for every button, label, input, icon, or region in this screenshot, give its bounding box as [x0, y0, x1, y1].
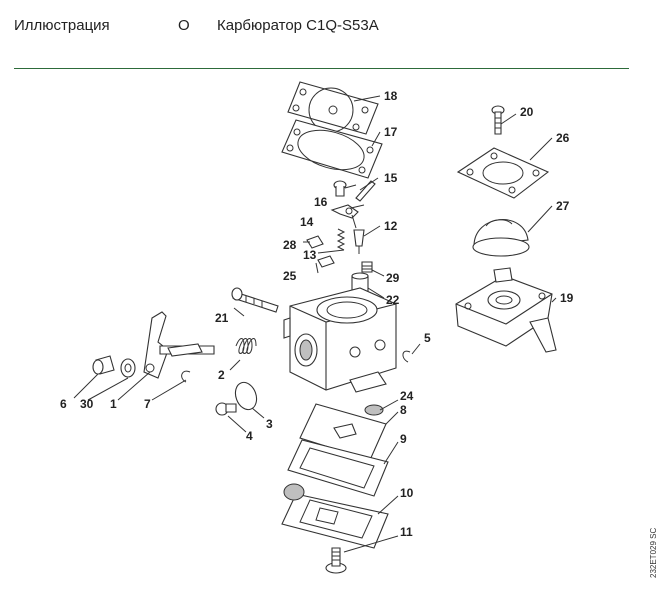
label-21: 21 — [215, 311, 229, 325]
part-throttle-lever-1 — [143, 311, 215, 379]
label-7: 7 — [144, 397, 151, 411]
part-needle-12 — [353, 229, 365, 254]
part-screw-16 — [333, 180, 347, 197]
header-title: Карбюратор C1Q-S53A — [217, 17, 379, 34]
part-screw-21 — [231, 287, 279, 313]
part-spring-13 — [336, 228, 346, 251]
leader-lines — [73, 95, 557, 553]
label-2: 2 — [218, 368, 225, 382]
label-11: 11 — [400, 525, 413, 539]
label-3: 3 — [266, 417, 273, 431]
part-28 — [306, 235, 324, 249]
part-screen-24 — [364, 404, 384, 416]
label-22: 22 — [386, 293, 400, 307]
label-25: 25 — [283, 269, 297, 283]
part-primer-bulb-27 — [472, 219, 530, 257]
part-bolt-11 — [325, 547, 347, 574]
part-gasket-26 — [456, 147, 550, 199]
part-cover-10 — [281, 483, 389, 549]
part-25 — [317, 255, 335, 268]
label-13: 13 — [303, 248, 317, 262]
part-screw-4 — [215, 402, 237, 416]
label-19: 19 — [560, 291, 574, 305]
part-disc-3 — [234, 381, 258, 411]
label-17: 17 — [384, 125, 398, 139]
label-28: 28 — [283, 238, 297, 252]
label-15: 15 — [384, 171, 398, 185]
part-gasket-17 — [281, 119, 383, 179]
drawing-code: 232ET029 SC — [649, 528, 658, 578]
label-26: 26 — [556, 131, 570, 145]
label-5: 5 — [424, 331, 431, 345]
label-29: 29 — [386, 271, 400, 285]
label-10: 10 — [400, 486, 414, 500]
part-cap-22 — [351, 272, 369, 293]
label-20: 20 — [520, 105, 534, 119]
label-6: 6 — [60, 397, 67, 411]
label-30: 30 — [80, 397, 94, 411]
label-9: 9 — [400, 432, 407, 446]
part-screw-20 — [491, 105, 505, 135]
label-1: 1 — [110, 397, 117, 411]
label-14: 14 — [300, 215, 314, 229]
part-clip-5 — [402, 350, 411, 363]
label-4: 4 — [246, 429, 253, 443]
label-27: 27 — [556, 199, 570, 213]
label-8: 8 — [400, 403, 407, 417]
part-jet-29 — [361, 261, 373, 273]
part-primer-housing-19 — [455, 267, 557, 353]
label-24: 24 — [400, 389, 414, 403]
part-pin-15 — [355, 180, 376, 202]
header-illustration-letter: O — [178, 17, 190, 34]
part-carburetor-body — [283, 287, 397, 393]
header-illustration-label: Иллюстрация — [14, 17, 110, 34]
label-16: 16 — [314, 195, 328, 209]
part-spring-2 — [235, 338, 257, 354]
header-divider — [14, 68, 629, 69]
label-18: 18 — [384, 89, 398, 103]
part-washer-30 — [120, 358, 136, 378]
label-12: 12 — [384, 219, 398, 233]
part-gasket-9 — [287, 439, 389, 497]
part-bushing-6 — [92, 355, 115, 375]
part-inlet-lever-14 — [330, 204, 359, 229]
part-diaphragm-top — [287, 81, 379, 135]
